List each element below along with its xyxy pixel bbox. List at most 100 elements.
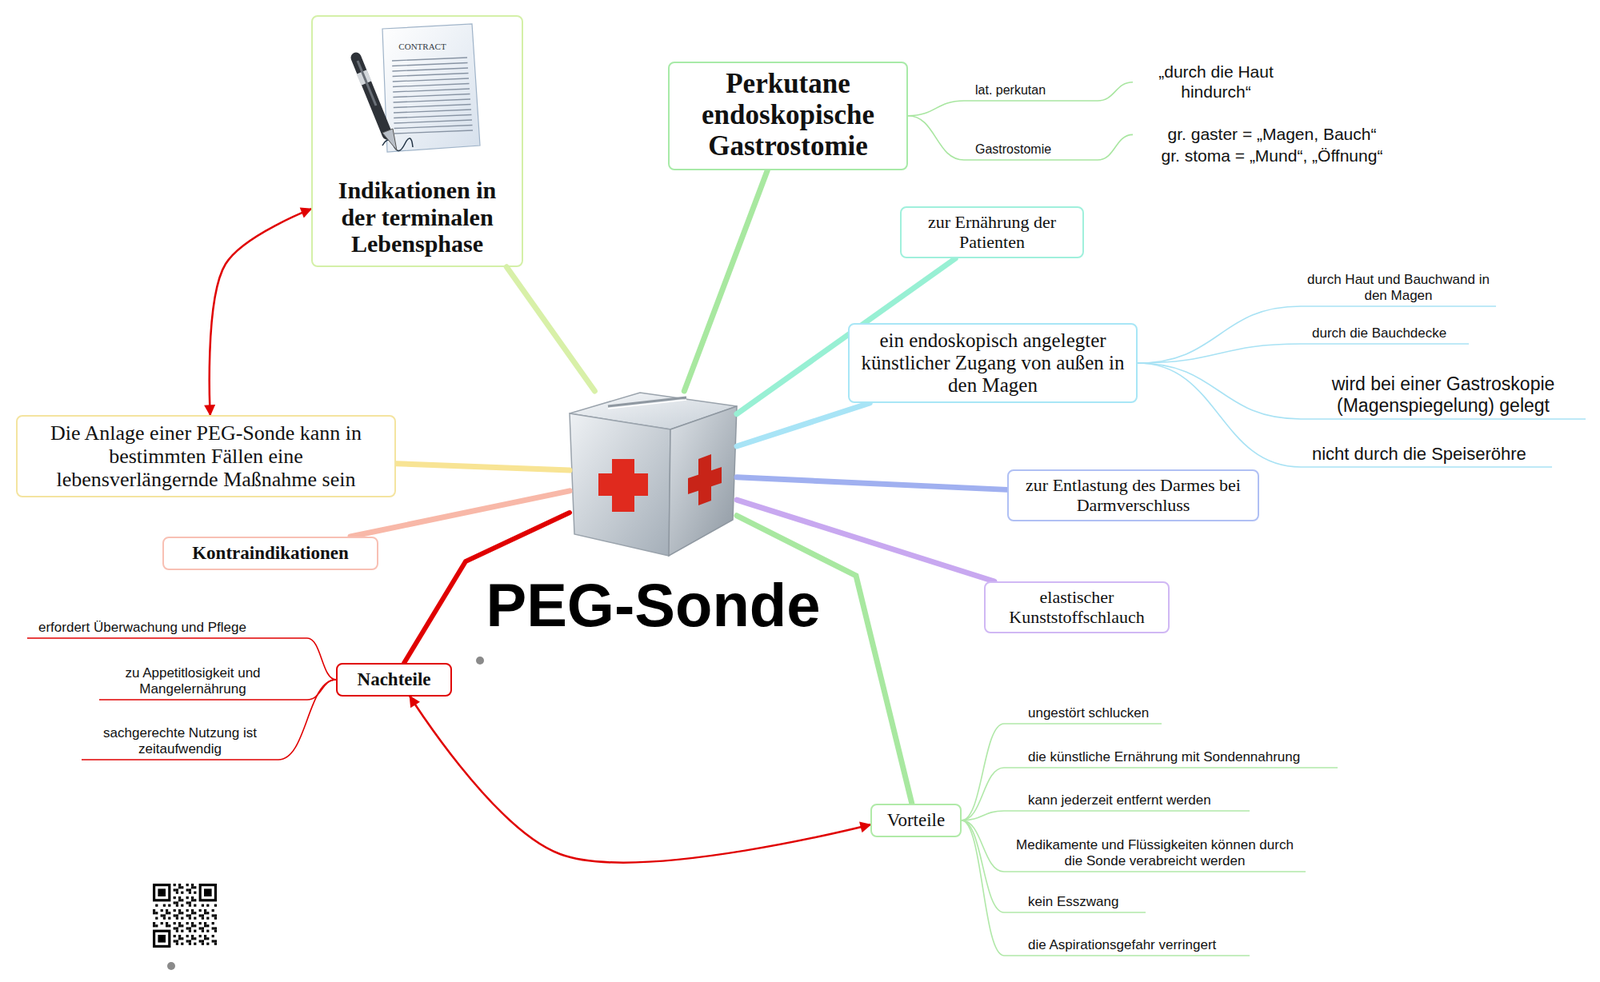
qr-module — [180, 904, 184, 908]
branch-line — [961, 820, 1004, 956]
topic-text: Indikationen in der terminalen Lebenspha… — [320, 176, 514, 258]
qr-module — [186, 927, 189, 930]
qr-module — [173, 909, 176, 912]
qr-module — [186, 914, 189, 917]
text-line — [394, 125, 473, 129]
qr-module — [178, 899, 181, 902]
branch-label: ungestört schlucken — [1004, 705, 1162, 722]
qr-module — [204, 909, 207, 912]
label-underline — [1004, 723, 1162, 725]
qr-module — [193, 917, 196, 920]
qr-module — [212, 909, 215, 912]
qr-module — [168, 917, 171, 920]
qr-module — [204, 922, 207, 925]
label-underline — [1004, 871, 1306, 873]
label-underline — [27, 637, 308, 640]
qr-module — [188, 914, 192, 917]
text-line — [393, 115, 472, 119]
qr-module — [186, 884, 189, 887]
qr-module — [199, 922, 202, 925]
qr-module — [212, 914, 215, 917]
branch-line — [1137, 306, 1301, 364]
text-line — [392, 88, 470, 92]
qr-module — [180, 924, 184, 928]
branch-label: durch die Bauchdecke — [1300, 325, 1469, 342]
qr-module — [193, 886, 196, 889]
qr-module — [176, 943, 179, 946]
qr-code — [152, 884, 217, 948]
qr-module — [163, 917, 166, 920]
qr-module — [204, 935, 207, 938]
qr-module — [188, 901, 192, 904]
qr-module — [178, 912, 181, 915]
qr-module — [176, 930, 179, 933]
qr-module — [191, 896, 194, 900]
qr-module — [160, 914, 164, 917]
qr-module — [193, 924, 196, 928]
label-underline — [964, 159, 1098, 161]
qr-module — [191, 937, 194, 940]
qr-module — [176, 892, 179, 895]
central-topic: PEG-Sonde — [569, 391, 737, 556]
qr-module — [186, 940, 189, 943]
qr-module — [199, 927, 202, 930]
qr-finder — [152, 930, 171, 948]
qr-module — [201, 917, 204, 920]
qr-module — [178, 909, 181, 912]
qr-module — [191, 935, 194, 938]
qr-module — [180, 899, 184, 902]
qr-module — [186, 888, 189, 892]
branch-connector — [736, 500, 995, 582]
link-icon — [167, 962, 176, 971]
qr-module — [191, 924, 194, 928]
qr-module — [206, 912, 209, 915]
qr-module — [155, 912, 158, 915]
branch-label: gr. gaster = „Magen, Bauch“ — [1136, 124, 1408, 145]
qr-module — [199, 914, 202, 917]
qr-module — [152, 924, 156, 928]
label-underline — [1300, 466, 1552, 468]
relation-arrow — [209, 208, 312, 416]
qr-module — [201, 930, 204, 933]
branch-label: kann jederzeit entfernt werden — [1004, 792, 1250, 809]
qr-module — [201, 927, 204, 930]
topic-text: ein endoskopisch angelegter künstlicher … — [857, 329, 1128, 397]
qr-module — [193, 912, 196, 915]
topic-text: zur Entlastung des Darmes bei Darmversch… — [1016, 476, 1250, 516]
qr-module — [178, 924, 181, 928]
branch-connector — [736, 403, 870, 447]
branch-line — [278, 680, 336, 760]
qr-module — [204, 912, 207, 915]
label-underline — [1004, 955, 1250, 957]
qr-module — [214, 904, 217, 908]
qr-module — [191, 886, 194, 889]
qr-module — [191, 909, 194, 912]
branch-line — [307, 680, 336, 700]
qr-module — [155, 904, 158, 908]
label-underline — [1300, 418, 1586, 420]
qr-module — [168, 924, 171, 928]
qr-module — [165, 922, 168, 925]
qr-module — [160, 909, 164, 912]
qr-module — [214, 940, 217, 943]
label-underline — [1004, 810, 1250, 812]
branch-label: die künstliche Ernährung mit Sondennahru… — [1004, 749, 1338, 766]
central-title: PEG-Sonde — [485, 575, 820, 636]
qr-module — [188, 904, 192, 908]
qr-module — [180, 892, 184, 895]
qr-module — [163, 914, 166, 917]
topic-box: zur Ernährung der Patienten — [900, 206, 1084, 259]
qr-module — [176, 901, 179, 904]
topic-text: Die Anlage einer PEG-Sonde kann in besti… — [25, 421, 387, 492]
branch-label: Medikamente und Flüssigkeiten können dur… — [1004, 837, 1306, 870]
qr-module — [155, 917, 158, 920]
qr-module — [199, 935, 202, 938]
qr-module — [206, 904, 209, 908]
label-underline — [1004, 767, 1338, 769]
topic-box: Kontraindikationen — [162, 536, 379, 571]
qr-module — [160, 922, 164, 925]
qr-module — [168, 904, 171, 908]
qr-module — [206, 917, 209, 920]
qr-module — [193, 904, 196, 908]
qr-module — [212, 922, 215, 925]
